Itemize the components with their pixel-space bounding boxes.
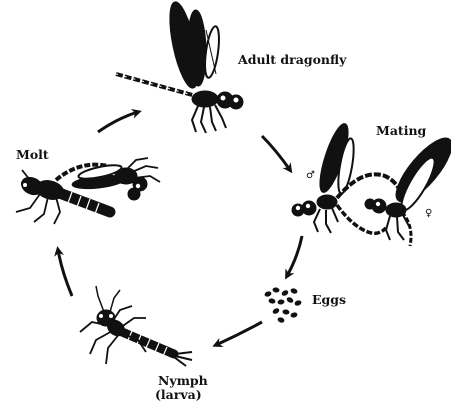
arrow-mating-to-eggs (287, 236, 302, 276)
label-molt: Molt (16, 148, 49, 162)
mating-dragonflies-illustration (292, 121, 451, 246)
male-symbol: ♂ (306, 170, 315, 181)
cycle-arrows (58, 112, 302, 345)
label-adult-dragonfly: Adult dragonfly (238, 53, 346, 67)
arrow-molt-to-adult (98, 112, 138, 132)
arrow-eggs-to-nymph (216, 322, 262, 345)
label-larva: (larva) (155, 388, 202, 402)
label-eggs: Eggs (312, 293, 346, 307)
label-mating: Mating (376, 124, 426, 138)
eggs-illustration (264, 287, 302, 324)
nymph-illustration (80, 286, 192, 366)
arrow-adult-to-mating (262, 136, 290, 170)
label-nymph: Nymph (158, 374, 208, 388)
molt-illustration (16, 158, 160, 224)
arrow-nymph-to-molt (58, 250, 72, 296)
female-symbol: ♀ (425, 208, 432, 219)
